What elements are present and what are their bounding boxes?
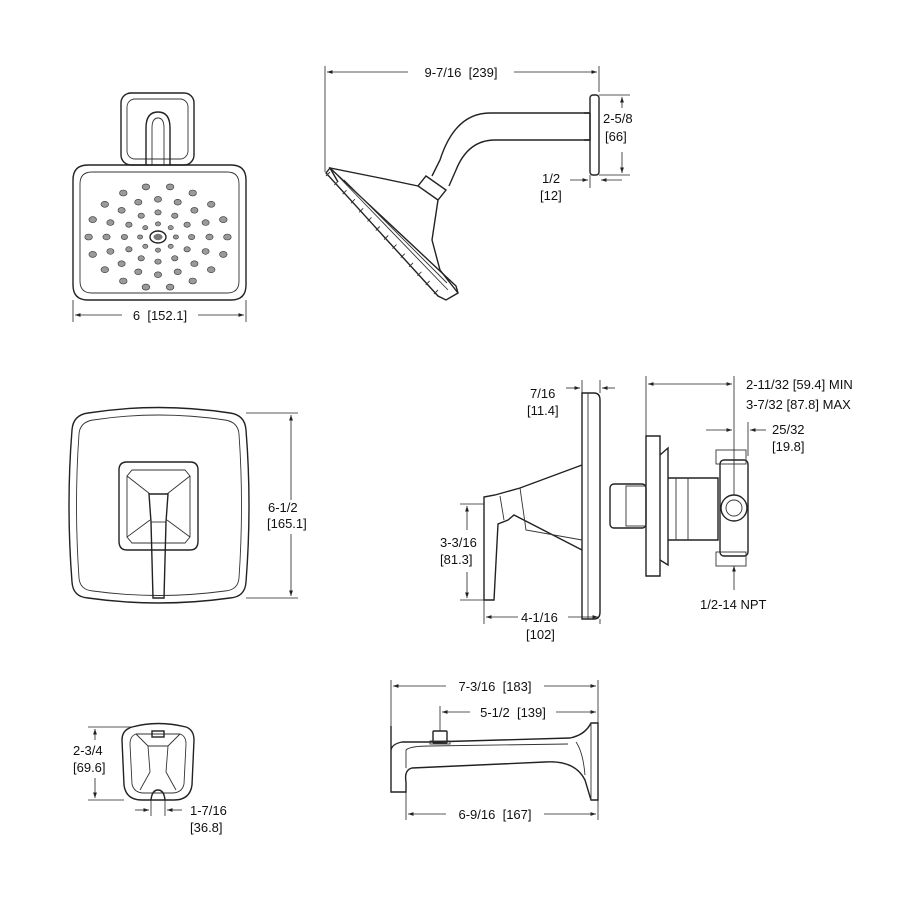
valve-trim-height-dimension: 6-1/2 [165.1] — [246, 412, 307, 599]
plate-thickness-dimension: 7/16 [11.4] — [527, 380, 615, 418]
npt-connection-callout: 1/2-14 NPT — [700, 566, 767, 612]
spout-reach-label: 6-9/16 [167] — [459, 807, 532, 822]
spout-width-in-label: 1-7/16 — [190, 803, 227, 818]
flange-depth-in-label: 1/2 — [542, 171, 560, 186]
valve-side-view — [483, 392, 749, 620]
spout-height-in-label: 2-3/4 — [73, 743, 103, 758]
showerhead-width-dimension: 6 [152.1] — [72, 300, 247, 323]
spout-height-mm-label: [69.6] — [73, 760, 106, 775]
showerhead-reach-label: 9-7/16 [239] — [425, 65, 498, 80]
valve-offset-dimension: 25/32 [19.8] — [706, 422, 805, 456]
spout-side-view — [390, 722, 599, 801]
spout-reach-dimension: 6-9/16 [167] — [405, 792, 599, 822]
showerhead-side-view — [325, 94, 600, 301]
showerhead-width-label: 6 [152.1] — [133, 308, 187, 323]
spout-overall-length-label: 7-3/16 [183] — [459, 679, 532, 694]
handle-projection-mm-label: [102] — [526, 627, 555, 642]
valve-depth-min-label: 2-11/32 [59.4] MIN — [746, 377, 853, 392]
flange-depth-mm-label: [12] — [540, 188, 562, 203]
spout-overall-length-dimension: 7-3/16 [183] — [390, 679, 599, 726]
diverter-position-label: 5-1/2 [139] — [480, 705, 546, 720]
valve-trim-height-mm-label: [165.1] — [267, 516, 307, 531]
showerhead-reach-dimension: 9-7/16 [239] — [324, 65, 600, 172]
spout-height-dimension: 2-3/4 [69.6] — [73, 726, 132, 801]
showerhead-front-view — [72, 92, 247, 301]
plate-thickness-in-label: 7/16 — [530, 386, 555, 401]
valve-trim-height-in-label: 6-1/2 — [268, 500, 298, 515]
handle-height-dimension: 3-3/16 [81.3] — [440, 503, 484, 601]
spout-width-dimension: 1-7/16 [36.8] — [135, 800, 227, 835]
diverter-position-dimension: 5-1/2 [139] — [439, 705, 596, 731]
flange-depth-dimension: 1/2 [12] — [540, 171, 622, 203]
flange-height-dimension: 2-5/8 [66] — [599, 94, 633, 176]
spout-width-mm-label: [36.8] — [190, 820, 223, 835]
flange-height-mm-label: [66] — [605, 129, 627, 144]
handle-projection-in-label: 4-1/16 — [521, 610, 558, 625]
handle-height-in-label: 3-3/16 — [440, 535, 477, 550]
spout-front-view — [121, 722, 195, 801]
flange-height-in-label: 2-5/8 — [603, 111, 633, 126]
handle-height-mm-label: [81.3] — [440, 552, 473, 567]
valve-depth-max-label: 3-7/32 [87.8] MAX — [746, 397, 851, 412]
npt-connection-label: 1/2-14 NPT — [700, 597, 767, 612]
valve-trim-front-view — [68, 406, 250, 604]
handle-projection-dimension: 4-1/16 [102] — [483, 600, 601, 642]
valve-offset-mm-label: [19.8] — [772, 439, 805, 454]
plate-thickness-mm-label: [11.4] — [527, 403, 559, 418]
valve-depth-dimension: 2-11/32 [59.4] MIN 3-7/32 [87.8] MAX — [645, 376, 853, 495]
valve-offset-in-label: 25/32 — [772, 422, 805, 437]
